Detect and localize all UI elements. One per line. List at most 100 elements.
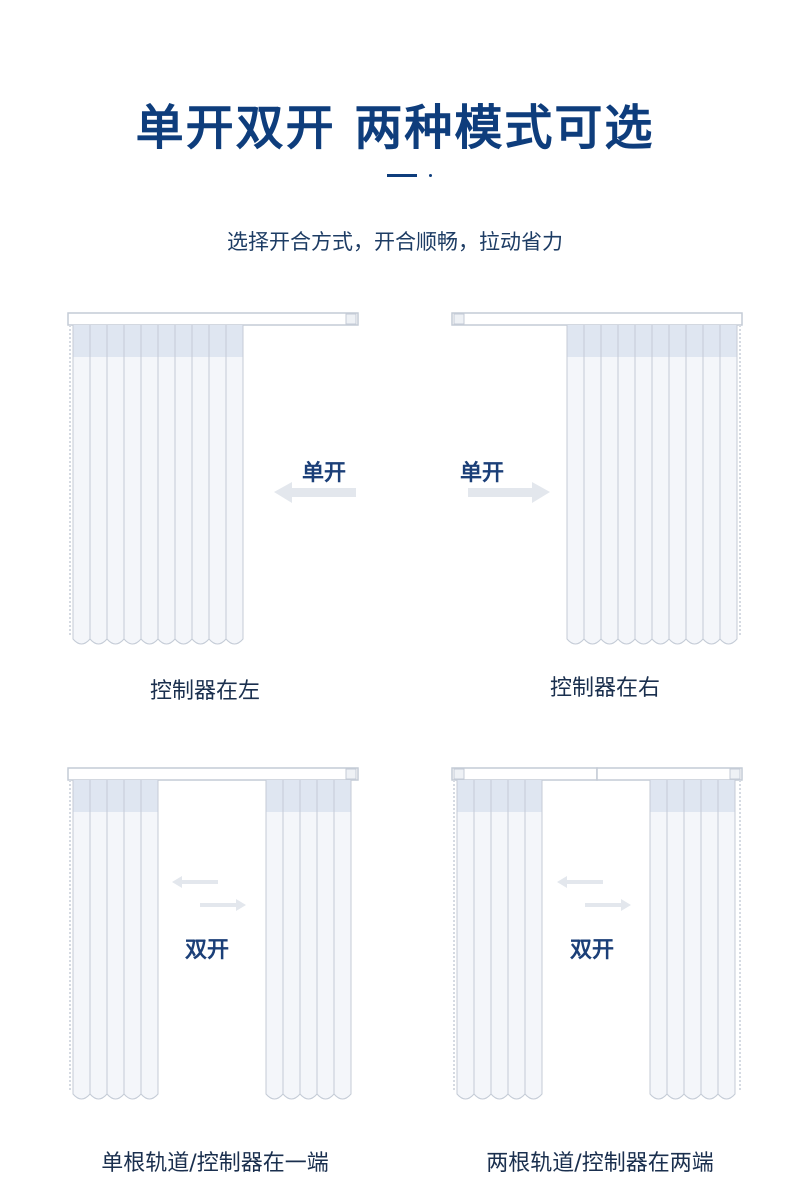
curtain-pleat — [140, 324, 159, 645]
curtain-illustration-double-two-tracks — [451, 767, 743, 1100]
curtain-pleat-header — [567, 325, 584, 357]
curtain-pleat-header — [158, 325, 175, 357]
mode-label: 双开 — [570, 938, 615, 963]
curtain-pleat-header — [141, 780, 158, 812]
curtain-pleat — [583, 324, 602, 645]
curtain-pleat — [72, 324, 91, 645]
curtain-pleat — [106, 779, 125, 1100]
curtain-pleat-header — [618, 325, 635, 357]
curtain-illustration-single-right — [451, 312, 743, 645]
curtain-pleat-header — [90, 780, 107, 812]
curtain-pleat-header — [718, 780, 735, 812]
page-title: 单开双开 两种模式可选 — [135, 100, 655, 156]
curtain-pleat — [282, 779, 301, 1100]
curtain-pleat — [668, 324, 687, 645]
curtain-pleat-header — [720, 325, 737, 357]
curtain-pleat-header — [124, 325, 141, 357]
curtain-pleat — [617, 324, 636, 645]
mode-label: 单开 — [302, 461, 347, 486]
curtain-pleat-header — [209, 325, 226, 357]
curtain-pleat — [666, 779, 685, 1100]
curtain-pleat — [157, 324, 176, 645]
curtain-panel-right — [265, 779, 352, 1100]
curtain-pleat-header — [73, 780, 90, 812]
panel-caption: 单根轨道/控制器在一端 — [101, 1151, 329, 1176]
curtain-pleat-header — [686, 325, 703, 357]
curtain-pleat-header — [90, 325, 107, 357]
curtain-panel — [72, 324, 244, 645]
curtain-pleat-header — [669, 325, 686, 357]
curtain-pleat — [566, 324, 585, 645]
curtain-pleat-header — [652, 325, 669, 357]
curtain-pleat — [265, 779, 284, 1100]
arrow-left-icon — [274, 482, 356, 503]
curtain-pleat-header — [192, 325, 209, 357]
mode-label: 单开 — [460, 461, 505, 486]
curtain-pleat — [456, 779, 475, 1100]
curtain-pleat — [72, 779, 91, 1100]
curtain-pleat — [719, 324, 738, 645]
curtain-pleat — [316, 779, 335, 1100]
curtain-pleat — [524, 779, 543, 1100]
page-subtitle: 选择开合方式，开合顺畅，拉动省力 — [227, 230, 563, 254]
curtain-panel — [566, 324, 738, 645]
curtain-pleat-header — [601, 325, 618, 357]
curtain-pleat — [700, 779, 719, 1100]
curtain-pleat — [683, 779, 702, 1100]
curtain-pleat — [140, 779, 159, 1100]
curtain-pleat-header — [266, 780, 283, 812]
curtain-illustration-single-left — [67, 312, 359, 645]
curtain-panel-left — [456, 779, 543, 1100]
curtain-pleat — [651, 324, 670, 645]
panel-caption: 控制器在左 — [149, 679, 260, 704]
panel-caption: 两根轨道/控制器在两端 — [486, 1151, 714, 1176]
curtain-pleat — [717, 779, 736, 1100]
curtain-pleat-header — [491, 780, 508, 812]
curtain-pleat-header — [317, 780, 334, 812]
curtain-panel-left — [72, 779, 159, 1100]
curtain-pleat-header — [175, 325, 192, 357]
curtain-pleat — [473, 779, 492, 1100]
curtain-pleat-header — [508, 780, 525, 812]
curtain-pleat-header — [283, 780, 300, 812]
curtain-pleat-header — [107, 780, 124, 812]
curtain-pleat — [208, 324, 227, 645]
curtain-pleat-header — [141, 325, 158, 357]
curtain-pleat-header — [703, 325, 720, 357]
curtain-pleat-header — [457, 780, 474, 812]
title-divider-dot — [429, 174, 432, 177]
curtain-pleat-header — [684, 780, 701, 812]
curtain-illustration-double-single-track — [67, 767, 359, 1100]
curtain-pleat — [89, 324, 108, 645]
curtain-pleat-header — [525, 780, 542, 812]
curtain-pleat — [507, 779, 526, 1100]
title-divider — [387, 174, 417, 177]
curtain-pleat-header — [107, 325, 124, 357]
curtain-pleat — [106, 324, 125, 645]
curtain-pleat-header — [300, 780, 317, 812]
curtain-pleat — [685, 324, 704, 645]
curtain-pleat — [225, 324, 244, 645]
curtain-panel-right — [649, 779, 736, 1100]
curtain-pleat-header — [226, 325, 243, 357]
curtain-pleat — [123, 779, 142, 1100]
curtain-pleat-header — [635, 325, 652, 357]
arrow-right-icon — [468, 482, 550, 503]
curtain-pleat — [299, 779, 318, 1100]
curtain-pleat — [702, 324, 721, 645]
mode-label: 双开 — [185, 938, 230, 963]
curtain-pleat-header — [474, 780, 491, 812]
curtain-pleat-header — [584, 325, 601, 357]
curtain-pleat — [600, 324, 619, 645]
curtain-pleat-header — [701, 780, 718, 812]
curtain-pleat — [89, 779, 108, 1100]
curtain-pleat-header — [650, 780, 667, 812]
curtain-pleat-header — [124, 780, 141, 812]
curtain-pleat-header — [73, 325, 90, 357]
double-arrow-icon — [172, 876, 246, 911]
curtain-pleat — [174, 324, 193, 645]
panel-caption: 控制器在右 — [549, 676, 660, 701]
curtain-pleat — [634, 324, 653, 645]
curtain-pleat-header — [667, 780, 684, 812]
curtain-pleat — [490, 779, 509, 1100]
